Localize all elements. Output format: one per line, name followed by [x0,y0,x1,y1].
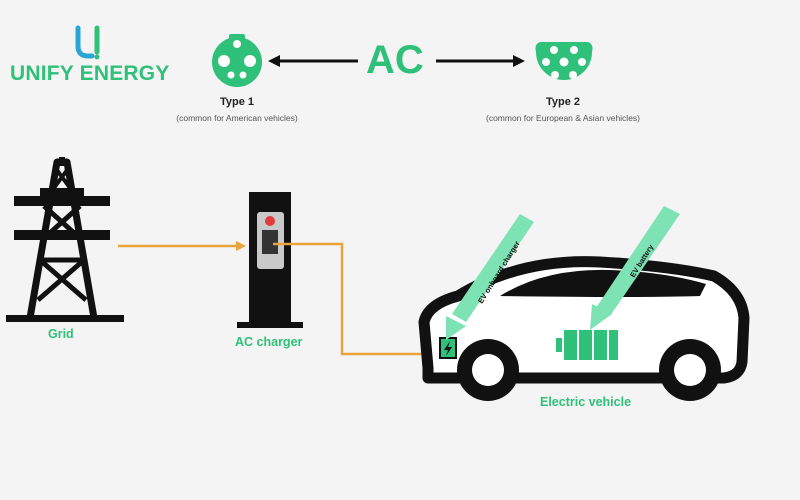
ac-arrows [268,55,525,67]
electric-vehicle-label: Electric vehicle [540,395,632,409]
onboard-charger-icon [439,337,457,359]
type1-title: Type 1 [219,96,255,108]
electric-vehicle-icon [418,256,750,401]
type1-connector-icon [212,34,262,87]
ac-charger-label: AC charger [235,335,303,349]
ac-charger-icon [237,192,303,328]
type1-subtitle: (common for American vehicles) [176,113,298,123]
battery-icon [556,330,618,360]
brand-name: UNIFY ENERGY [10,62,170,85]
flow-arrowhead [236,241,246,251]
grid-tower-icon [6,157,124,322]
ac-label: AC [366,38,424,82]
type2-subtitle: (common for European & Asian vehicles) [485,113,641,123]
type2-title: Type 2 [545,96,581,108]
logo-icon [75,25,100,60]
type2-connector-icon [535,42,593,80]
grid-label: Grid [48,327,74,341]
